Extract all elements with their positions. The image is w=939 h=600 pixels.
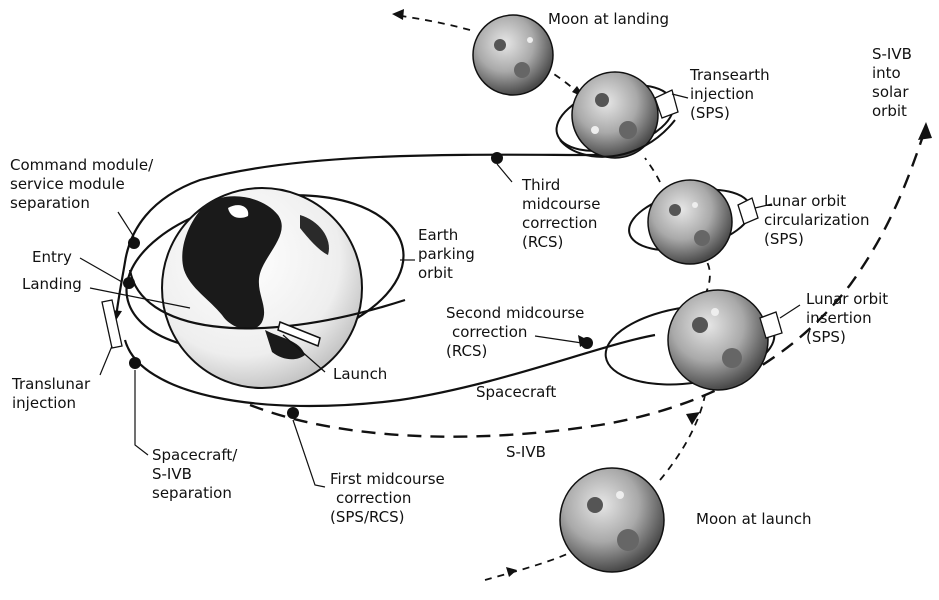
moon-transearth	[571, 71, 659, 159]
leader-cm-sm	[117, 211, 135, 238]
label-third-mcc-line3: correction	[522, 214, 598, 232]
label-sivb-solar-orbit-line1: S-IVB	[872, 45, 912, 63]
label-sc-sivb-line3: separation	[152, 484, 232, 502]
label-second-mcc-line1: Second midcourse	[446, 304, 585, 322]
label-first-midcourse: First midcourse correction (SPS/RCS)	[330, 470, 445, 527]
first-mcc-dot	[287, 407, 299, 419]
moon-path-arrow-4	[392, 9, 404, 20]
label-earth-parking-line1: Earth	[418, 226, 459, 244]
moon-path-arrow-2	[686, 412, 700, 425]
return-trajectory	[114, 153, 601, 319]
leader-sc-sivb	[134, 370, 149, 456]
label-transearth-line1: Transearth	[690, 66, 770, 84]
label-lunar-circ-line3: (SPS)	[764, 230, 804, 248]
label-lunar-circ-line1: Lunar orbit	[764, 192, 847, 210]
label-transearth-line3: (SPS)	[690, 104, 730, 122]
moon-path-mid	[659, 394, 706, 481]
launch-vehicle	[277, 320, 321, 348]
label-sivb-solar-orbit-line3: solar	[872, 83, 909, 101]
label-sivb-path: S-IVB	[506, 443, 546, 461]
label-sivb-solar-orbit: S-IVB into solar orbit	[872, 45, 912, 121]
label-third-mcc-line2: midcourse	[522, 195, 601, 213]
cm-sm-sep-dot	[128, 237, 140, 249]
label-first-mcc-line3: (SPS/RCS)	[330, 508, 405, 526]
label-lunar-insertion-line1: Lunar orbit	[806, 290, 889, 308]
moon-insertion	[667, 289, 769, 391]
label-cm-sm-line1: Command module/	[10, 156, 154, 174]
leader-entry	[79, 257, 123, 283]
label-sc-sivb-line2: S-IVB	[152, 465, 192, 483]
moon-at-launch	[559, 467, 665, 573]
label-second-midcourse: Second midcourse correction (RCS)	[446, 304, 584, 361]
label-translunar-line1: Translunar	[12, 375, 91, 393]
label-third-mcc-line1: Third	[522, 176, 561, 194]
label-third-midcourse: Third midcourse correction (RCS)	[522, 176, 600, 252]
launch-leader	[282, 334, 326, 373]
third-mcc-dot	[491, 152, 503, 164]
leader-transearth	[671, 93, 689, 99]
transearth-front-arc	[559, 119, 676, 158]
label-earth-parking-line2: parking	[418, 245, 475, 263]
translunar-vehicle	[101, 299, 123, 349]
moon-path-exit	[394, 14, 471, 31]
label-sc-sivb-separation: Spacecraft/ S-IVB separation	[152, 446, 237, 503]
label-second-mcc-line3: (RCS)	[446, 342, 488, 360]
label-entry: Entry	[32, 248, 72, 266]
leader-third-mcc	[496, 163, 513, 183]
label-transearth-injection: Transearth injection (SPS)	[690, 66, 770, 123]
sivb-arrow	[918, 122, 932, 140]
csm-transearth	[654, 89, 679, 119]
label-moon-at-landing: Moon at landing	[548, 10, 669, 28]
label-sivb-solar-orbit-line2: into	[872, 64, 901, 82]
csm-insertion	[759, 311, 783, 339]
leader-circularization	[754, 203, 773, 209]
label-first-mcc-line1: First midcourse	[330, 470, 445, 488]
moon-path-arrow-1	[506, 567, 517, 577]
label-transearth-line2: injection	[690, 85, 755, 103]
earth-parking-orbit-front	[128, 269, 406, 330]
label-cm-sm-line2: service module	[10, 175, 125, 193]
label-sc-sivb-line1: Spacecraft/	[152, 446, 238, 464]
sivb-dashed-path	[249, 129, 927, 438]
label-sivb-solar-orbit-line4: orbit	[872, 102, 907, 120]
label-landing: Landing	[22, 275, 82, 293]
earth	[161, 187, 363, 389]
label-third-mcc-line4: (RCS)	[522, 233, 564, 251]
label-lunar-insertion: Lunar orbit insertion (SPS)	[806, 290, 888, 347]
label-lunar-insertion-line2: insertion	[806, 309, 872, 327]
label-translunar-line2: injection	[12, 394, 77, 412]
second-mcc-dot	[581, 337, 593, 349]
moon-at-landing	[472, 14, 554, 96]
label-spacecraft: Spacecraft	[476, 383, 557, 401]
leader-landing	[89, 287, 191, 309]
label-lunar-insertion-line3: (SPS)	[806, 328, 846, 346]
translunar-trajectory	[123, 333, 656, 408]
label-launch: Launch	[333, 365, 388, 383]
label-cm-sm-separation: Command module/ service module separatio…	[10, 156, 153, 213]
label-translunar-injection: Translunar injection	[12, 375, 90, 413]
label-moon-at-launch: Moon at launch	[696, 510, 812, 528]
sc-sivb-sep-dot	[129, 357, 141, 369]
label-first-mcc-line2: correction	[336, 489, 412, 507]
label-second-mcc-line2: correction	[452, 323, 528, 341]
label-lunar-circ-line2: circularization	[764, 211, 870, 229]
leader-insertion	[779, 304, 801, 319]
leader-translunar	[99, 345, 113, 376]
label-cm-sm-line3: separation	[10, 194, 90, 212]
moon-circularization	[647, 179, 733, 265]
leader-first-mcc	[292, 419, 326, 488]
label-earth-parking-line3: orbit	[418, 264, 453, 282]
label-earth-parking-orbit: Earth parking orbit	[418, 226, 475, 283]
label-lunar-circularization: Lunar orbit circularization (SPS)	[764, 192, 870, 249]
entry-dot	[123, 277, 135, 289]
leader-second-mcc	[534, 335, 583, 344]
moon-path-upper2	[644, 157, 661, 183]
csm-circularization	[737, 197, 759, 225]
